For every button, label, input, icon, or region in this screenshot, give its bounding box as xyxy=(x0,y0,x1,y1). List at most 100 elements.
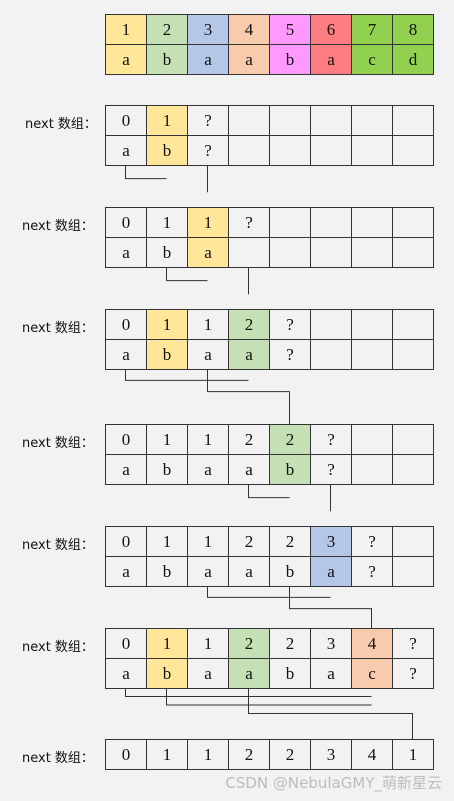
index-cell xyxy=(270,106,311,136)
index-cell: 2 xyxy=(270,740,311,770)
connector-segment xyxy=(207,586,331,598)
char-cell xyxy=(352,238,393,268)
char-cell xyxy=(393,557,434,587)
index-cell: 3 xyxy=(188,15,229,45)
index-cell xyxy=(311,106,352,136)
step-label: next 数组： xyxy=(22,321,94,336)
connector-segment xyxy=(125,369,249,381)
index-cell: 4 xyxy=(229,15,270,45)
connector-segment xyxy=(248,688,413,739)
step-label: next 数组： xyxy=(22,436,94,451)
connector-segment xyxy=(248,484,290,499)
char-cell: b xyxy=(147,136,188,166)
char-cell: b xyxy=(270,45,311,75)
char-cell: a xyxy=(188,45,229,75)
char-cell: b xyxy=(147,455,188,485)
char-cell xyxy=(393,340,434,370)
index-cell xyxy=(352,425,393,455)
step-label: next 数组： xyxy=(22,219,94,234)
index-cell xyxy=(229,106,270,136)
index-cell: 2 xyxy=(270,527,311,557)
index-cell: ? xyxy=(270,310,311,340)
char-cell: a xyxy=(188,340,229,370)
char-cell: a xyxy=(106,45,147,75)
char-cell: b xyxy=(270,557,311,587)
char-cell: a xyxy=(188,238,229,268)
index-cell: ? xyxy=(229,208,270,238)
char-cell: a xyxy=(311,659,352,689)
char-cell xyxy=(393,136,434,166)
index-cell: ? xyxy=(393,629,434,659)
char-cell: d xyxy=(393,45,434,75)
index-cell: 2 xyxy=(229,425,270,455)
char-cell xyxy=(229,238,270,268)
char-cell: a xyxy=(106,238,147,268)
char-cell xyxy=(311,238,352,268)
index-cell: 1 xyxy=(393,740,434,770)
index-cell: 7 xyxy=(352,15,393,45)
char-cell: c xyxy=(352,659,393,689)
char-cell xyxy=(393,455,434,485)
index-cell: 3 xyxy=(311,527,352,557)
char-cell xyxy=(352,136,393,166)
char-cell: a xyxy=(106,557,147,587)
index-cell: 0 xyxy=(106,527,147,557)
connector-segment xyxy=(207,369,290,424)
index-cell xyxy=(393,527,434,557)
index-cell: ? xyxy=(311,425,352,455)
char-cell: b xyxy=(270,455,311,485)
index-cell: 2 xyxy=(147,15,188,45)
char-cell: b xyxy=(147,557,188,587)
char-cell: b xyxy=(147,340,188,370)
char-cell: ? xyxy=(393,659,434,689)
char-cell: a xyxy=(106,340,147,370)
index-cell xyxy=(352,310,393,340)
char-cell: b xyxy=(147,238,188,268)
step-label: next 数组： xyxy=(22,751,94,766)
char-cell xyxy=(270,238,311,268)
char-cell: a xyxy=(229,340,270,370)
char-cell: a xyxy=(188,659,229,689)
index-cell: 0 xyxy=(106,310,147,340)
step-label: next 数组： xyxy=(22,640,94,655)
index-cell: 1 xyxy=(188,527,229,557)
connector-segment xyxy=(289,586,372,628)
index-cell: 5 xyxy=(270,15,311,45)
index-cell xyxy=(393,106,434,136)
char-cell: a xyxy=(311,45,352,75)
index-cell: 0 xyxy=(106,629,147,659)
index-cell xyxy=(311,310,352,340)
index-cell: 2 xyxy=(270,629,311,659)
char-cell xyxy=(229,136,270,166)
char-cell: ? xyxy=(188,136,229,166)
index-cell: 1 xyxy=(147,208,188,238)
index-cell: 1 xyxy=(147,740,188,770)
index-cell xyxy=(352,106,393,136)
char-cell: a xyxy=(106,659,147,689)
index-cell: 2 xyxy=(229,527,270,557)
index-cell: 6 xyxy=(311,15,352,45)
index-cell: 4 xyxy=(352,629,393,659)
index-cell xyxy=(311,208,352,238)
char-cell: a xyxy=(311,557,352,587)
step-label: next 数组： xyxy=(25,117,97,132)
connector-segment xyxy=(125,165,167,180)
index-cell: 0 xyxy=(106,106,147,136)
index-cell: 2 xyxy=(229,310,270,340)
index-cell: 1 xyxy=(147,106,188,136)
char-cell xyxy=(311,340,352,370)
index-cell: 1 xyxy=(147,629,188,659)
index-cell: 1 xyxy=(188,310,229,340)
index-cell xyxy=(352,208,393,238)
index-cell: 3 xyxy=(311,740,352,770)
char-cell: ? xyxy=(270,340,311,370)
index-cell: 2 xyxy=(229,629,270,659)
index-cell: 0 xyxy=(106,740,147,770)
index-cell: 0 xyxy=(106,425,147,455)
